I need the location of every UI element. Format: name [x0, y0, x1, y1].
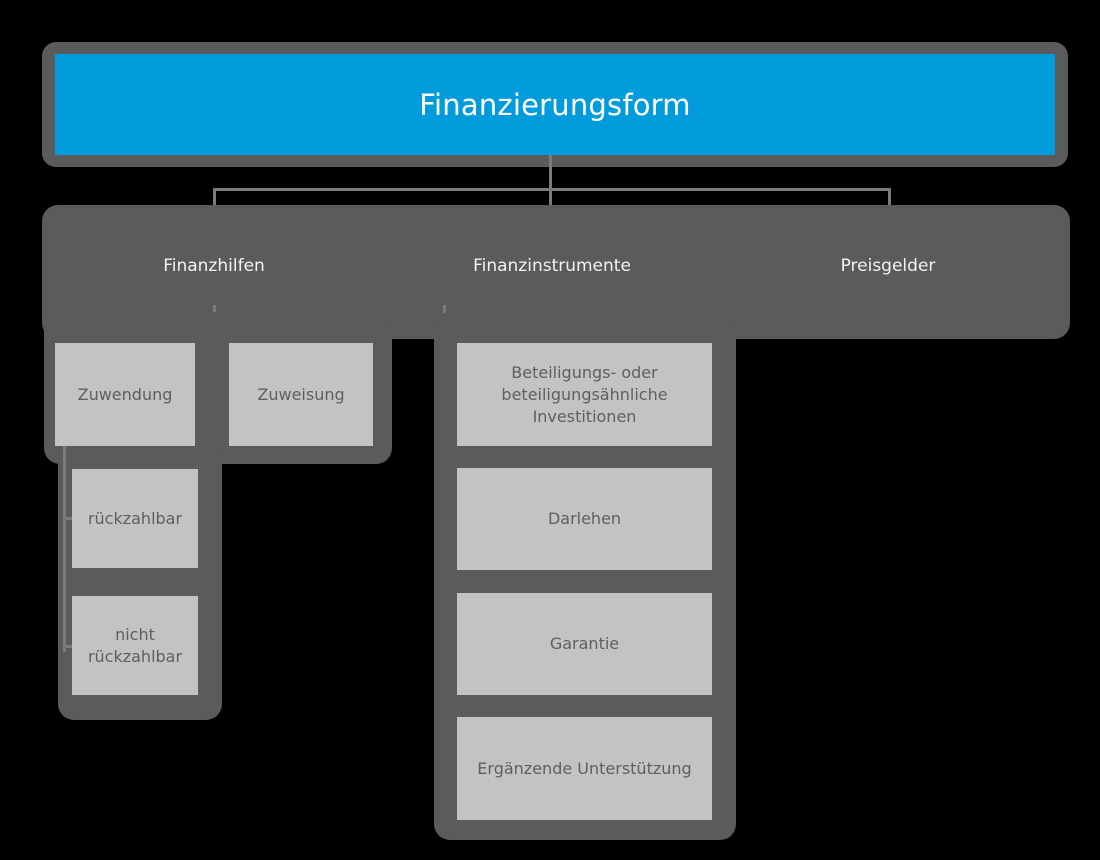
level2-node-preisgelder[interactable]: Preisgelder: [840, 256, 936, 276]
connector-tick-rueckzahlbar: [63, 517, 75, 520]
connector-zuwendung-spine: [63, 446, 66, 652]
leaf-node-rueckzahlbar[interactable]: rückzahlbar: [72, 469, 198, 568]
leaf-node-zuwendung[interactable]: Zuwendung: [55, 343, 195, 446]
root-node-finanzierungsform[interactable]: Finanzierungsform: [55, 54, 1055, 155]
leaf-node-zuweisung[interactable]: Zuweisung: [229, 343, 373, 446]
leaf-node-ergaenzende-unterstuetzung[interactable]: Ergänzende Unterstützung: [457, 717, 712, 820]
leaf-node-garantie[interactable]: Garantie: [457, 593, 712, 695]
level2-node-finanzinstrumente[interactable]: Finanzinstrumente: [473, 256, 631, 276]
connector-level2-bus: [213, 188, 891, 191]
level2-node-finanzhilfen[interactable]: Finanzhilfen: [163, 256, 265, 276]
root-node-label: Finanzierungsform: [419, 87, 691, 122]
connector-root-stub: [549, 155, 552, 191]
leaf-node-beteiligungsinvestitionen[interactable]: Beteiligungs- oder beteiligungsähnliche …: [457, 343, 712, 446]
connector-tick-nicht-rueckzahlbar: [63, 645, 75, 648]
leaf-node-nicht-rueckzahlbar[interactable]: nicht rückzahlbar: [72, 596, 198, 695]
leaf-node-darlehen[interactable]: Darlehen: [457, 468, 712, 570]
